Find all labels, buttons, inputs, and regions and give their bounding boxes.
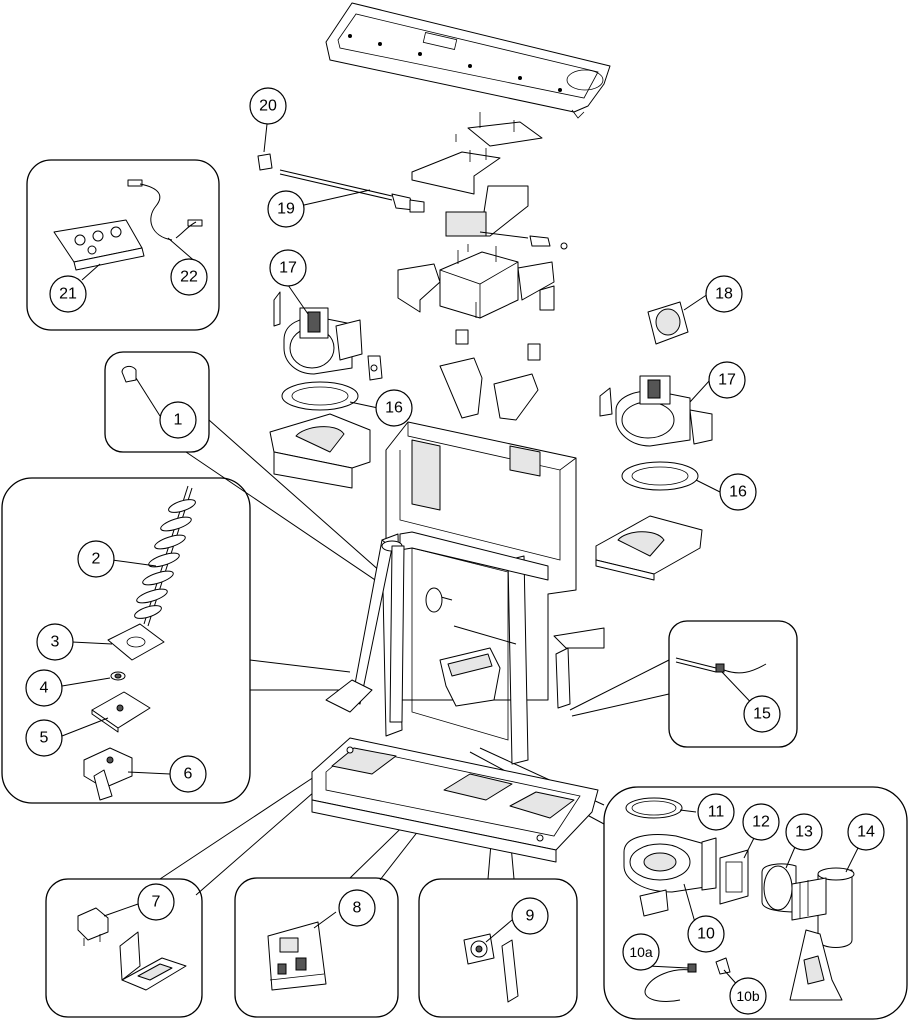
callout-6: 6 — [169, 755, 207, 793]
wiring-harness — [127, 179, 203, 241]
svg-text:17: 17 — [718, 372, 736, 389]
svg-text:10b: 10b — [736, 988, 760, 1004]
callout-17-left: 17 — [269, 249, 307, 287]
callout-16-right: 16 — [719, 473, 757, 511]
svg-text:6: 6 — [184, 766, 193, 783]
callout-5: 5 — [25, 719, 63, 757]
right-adapter-plate — [647, 301, 689, 345]
temperature-sensor — [675, 657, 767, 674]
left-gasket — [281, 381, 359, 411]
callout-4: 4 — [25, 669, 63, 707]
rod-assembly — [257, 153, 425, 213]
callout-10b: 10b — [729, 977, 767, 1015]
callout-19: 19 — [267, 190, 305, 228]
main-chassis — [325, 421, 605, 765]
top-plate — [325, 2, 611, 119]
callout-3: 3 — [36, 623, 74, 661]
callout-11: 11 — [697, 793, 735, 831]
callout-9: 9 — [511, 897, 549, 935]
svg-text:18: 18 — [715, 286, 733, 303]
svg-text:14: 14 — [857, 824, 875, 841]
callout-18: 18 — [705, 275, 743, 313]
svg-text:1: 1 — [174, 412, 183, 429]
right-mounting-plate — [595, 515, 703, 581]
svg-text:16: 16 — [385, 400, 403, 417]
callout-17-right: 17 — [708, 361, 746, 399]
svg-text:21: 21 — [59, 286, 77, 303]
right-draft-blower — [599, 375, 713, 447]
hopper-chute-assembly — [397, 246, 555, 421]
base-pan — [311, 737, 599, 863]
inset-part-1 — [104, 351, 210, 453]
callout-2: 2 — [77, 540, 115, 578]
svg-text:15: 15 — [753, 706, 771, 723]
callout-21: 21 — [49, 275, 87, 313]
callout-1: 1 — [159, 401, 197, 439]
svg-text:8: 8 — [353, 900, 362, 917]
combustion-blower-group — [623, 797, 855, 1002]
callout-leaders — [61, 123, 859, 989]
callout-22: 22 — [170, 258, 208, 296]
callout-10a: 10a — [622, 933, 660, 971]
callout-13: 13 — [785, 813, 823, 851]
callout-8: 8 — [338, 889, 376, 927]
control-board — [267, 921, 327, 991]
svg-text:20: 20 — [259, 98, 277, 115]
control-panel — [53, 219, 145, 271]
auger-gasket-plate — [107, 623, 165, 661]
svg-text:12: 12 — [752, 814, 770, 831]
svg-text:5: 5 — [40, 730, 49, 747]
upper-brackets — [411, 112, 568, 252]
callout-7: 7 — [137, 883, 175, 921]
left-mounting-plate — [269, 413, 371, 489]
callout-20: 20 — [249, 87, 287, 125]
inset-part-9 — [418, 878, 578, 1018]
svg-text:17: 17 — [279, 260, 297, 277]
svg-text:19: 19 — [277, 201, 295, 218]
svg-text:4: 4 — [40, 680, 49, 697]
svg-text:11: 11 — [708, 804, 725, 821]
svg-text:10: 10 — [697, 926, 715, 943]
svg-text:13: 13 — [795, 824, 813, 841]
pressure-switch-7 — [77, 907, 187, 991]
svg-text:22: 22 — [180, 269, 198, 286]
left-draft-blower — [273, 291, 383, 381]
right-gasket — [621, 461, 699, 491]
svg-text:10a: 10a — [629, 944, 653, 960]
callout-10: 10 — [687, 915, 725, 953]
callout-12: 12 — [742, 803, 780, 841]
washer — [110, 671, 126, 681]
callout-16-left: 16 — [375, 389, 413, 427]
callout-15: 15 — [743, 695, 781, 733]
svg-text:7: 7 — [152, 894, 161, 911]
svg-text:2: 2 — [92, 551, 101, 568]
auger-motor — [83, 747, 133, 801]
callout-14: 14 — [847, 813, 885, 851]
auger — [134, 485, 196, 627]
svg-text:3: 3 — [51, 634, 60, 651]
svg-text:16: 16 — [729, 484, 747, 501]
svg-text:9: 9 — [526, 908, 535, 925]
